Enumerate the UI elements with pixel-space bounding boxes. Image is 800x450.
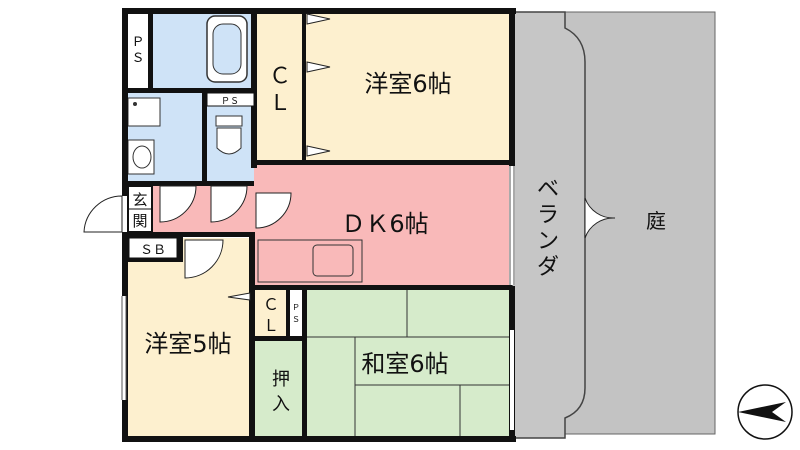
- window-marks: [121, 166, 515, 430]
- garden-label: 庭: [646, 209, 666, 233]
- western-room-north-area: [305, 12, 512, 162]
- pipe-space-small-label-2: Ｓ: [292, 315, 300, 324]
- western-room-south-label: 洋室5帖: [144, 330, 231, 358]
- toilet-tank: [215, 115, 243, 127]
- dk-label: ＤＫ6帖: [341, 210, 428, 238]
- oshiire-area: [254, 340, 304, 438]
- closet-north-area: [254, 12, 305, 162]
- pipe-space-toilet-label: ＰＳ: [221, 97, 239, 107]
- japanese-room-area: [304, 290, 512, 438]
- entrance-label-1: 玄: [132, 191, 147, 209]
- japanese-room-label: 和室6帖: [361, 350, 448, 378]
- veranda-label-3: ン: [537, 229, 559, 254]
- doors: [83, 185, 616, 279]
- kitchen-sink: [312, 244, 354, 277]
- pipe-space-top-box: [128, 14, 148, 66]
- pipe-space-small-label-1: Ｐ: [292, 303, 300, 312]
- north-arrow-icon: [737, 384, 793, 440]
- closet-south-label-1: Ｃ: [263, 295, 279, 314]
- tatami-lines: [304, 290, 512, 438]
- pipe-space-top-label-2: Ｓ: [131, 51, 144, 66]
- closet-north-label-2: Ｌ: [269, 91, 291, 116]
- pipe-space-small-box: [290, 292, 302, 334]
- entrance-label-2: 関: [132, 212, 147, 230]
- closet-door-marks: [227, 13, 331, 301]
- western-room-north-label: 洋室6帖: [364, 70, 451, 98]
- closet-south-area: [254, 290, 288, 336]
- veranda-label-1: ベ: [537, 177, 559, 202]
- pipe-space-toilet-box: [206, 92, 255, 107]
- washing-machine-space: [127, 97, 161, 127]
- oshiire-label-1: 押: [272, 369, 290, 390]
- oshiire-label-2: 入: [272, 394, 290, 415]
- veranda-label-2: ラ: [537, 203, 559, 228]
- closet-south-label-2: Ｌ: [263, 316, 279, 335]
- closet-north-label-1: Ｃ: [269, 64, 291, 89]
- toilet-bowl: [216, 127, 242, 155]
- shoe-box-label: ＳＢ: [140, 243, 166, 258]
- pipe-space-top-label-1: Ｐ: [131, 35, 144, 50]
- veranda-label-4: ダ: [537, 255, 559, 280]
- veranda-area: [511, 11, 586, 439]
